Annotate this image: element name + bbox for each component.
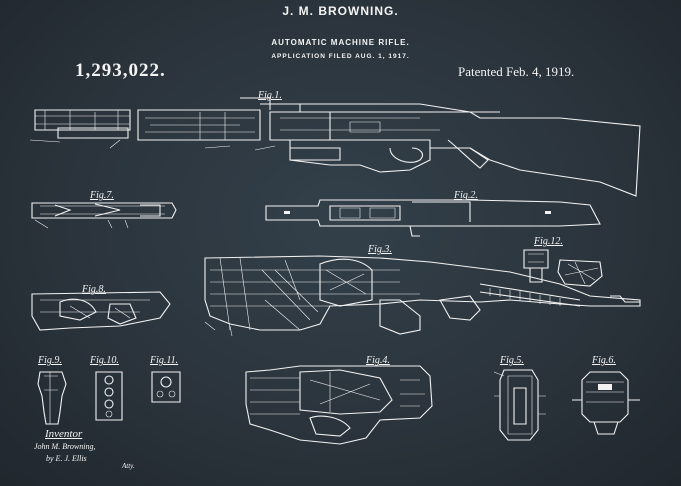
figure-4-label: Fig.4. (366, 355, 390, 366)
patent-title: AUTOMATIC MACHINE RIFLE. (271, 38, 410, 47)
figure-5-detail (493, 369, 546, 441)
figure-9-part (37, 371, 67, 425)
inventor-signature: John M. Browning, (34, 442, 96, 451)
inventor-label: Inventor (45, 428, 83, 440)
figure-6-label: Fig.6. (592, 355, 616, 366)
figure-5-label: Fig.5. (500, 355, 524, 366)
figure-2-barrel-assembly (265, 199, 601, 237)
application-filed-date: APPLICATION FILED AUG. 1, 1917. (271, 53, 410, 60)
figure-6-detail (572, 371, 640, 435)
figure-7-bolt-detail (31, 202, 177, 229)
figure-8-label: Fig.8. (82, 284, 106, 295)
figure-8-trigger-group (31, 291, 171, 331)
patent-number: 1,293,022. (75, 60, 166, 81)
figure-11-part (151, 371, 181, 403)
patent-date: Patented Feb. 4, 1919. (458, 64, 575, 79)
figure-7-label: Fig.7. (90, 190, 114, 201)
figure-12-detail (523, 249, 603, 287)
inventor-name: J. M. BROWNING. (282, 4, 399, 18)
figure-4-mechanism-section (245, 365, 433, 445)
figure-1-label: Fig.1. (258, 90, 282, 101)
figure-11-label: Fig.11. (150, 355, 179, 366)
figure-2-label: Fig.2. (454, 190, 478, 201)
figure-3-label: Fig.3. (368, 244, 392, 255)
figure-9-label: Fig.9. (38, 355, 62, 366)
attorney-suffix: Atty. (122, 462, 135, 470)
figure-12-label: Fig.12. (534, 236, 563, 247)
figure-10-label: Fig.10. (90, 355, 119, 366)
figure-10-part (95, 371, 123, 421)
figure-1-rifle-side-view (29, 97, 641, 197)
attorney-signature: by E. J. Ellis (46, 454, 87, 463)
figure-3-receiver-section (204, 255, 641, 337)
